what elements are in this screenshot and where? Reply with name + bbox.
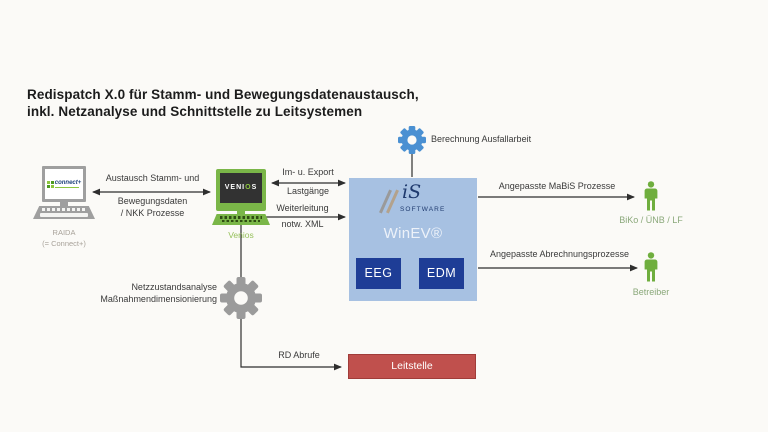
edge-label-austausch: Austausch Stamm- und xyxy=(105,173,200,183)
connect-plus-pinwheel-icon xyxy=(46,180,54,188)
raida-monitor-stand xyxy=(60,202,68,206)
raida-label: RAIDA (= Connect+) xyxy=(33,227,95,249)
slide-title-line-1: Redispatch X.0 für Stamm- und Bewegungsd… xyxy=(27,87,419,102)
person-icon-mabis xyxy=(644,181,658,211)
is-logo-subtext: SOFTWARE xyxy=(400,206,446,213)
edge-label-abrechnungsprozesse: Angepasste Abrechnungsprozesse xyxy=(489,249,630,259)
raida-keyboard-keys xyxy=(42,208,86,211)
slide-title-line-2: inkl. Netzanalyse und Schnittstelle zu L… xyxy=(27,104,363,119)
edge-label-mabis-prozesse: Angepasste MaBiS Prozesse xyxy=(498,181,616,191)
actor-label-betreiber: Betreiber xyxy=(632,287,670,297)
raida-keyboard-spacebar xyxy=(40,212,88,217)
actor-label-mabis: BiKo / ÜNB / LF xyxy=(619,215,683,225)
module-edm: EDM xyxy=(419,258,464,289)
venios-label: Venios xyxy=(228,230,254,240)
edge-label-lastgaenge: Lastgänge xyxy=(286,186,330,196)
winev-product-name: WinEV® xyxy=(383,225,443,242)
venios-monitor: VENIOS xyxy=(216,169,266,211)
connect-plus-logo: connect+ xyxy=(46,180,82,188)
gear-icon-gray xyxy=(220,277,262,319)
annotation-massnahmendimensionierung: Maßnahmendimensionierung xyxy=(100,294,217,304)
venios-screen: VENIOS xyxy=(220,173,262,203)
leitstelle-box: Leitstelle xyxy=(348,354,476,379)
venios-keyboard-keys-row1 xyxy=(220,216,262,219)
raida-label-name: RAIDA xyxy=(52,228,76,237)
raida-computer-icon: connect+ xyxy=(33,166,95,224)
edge-label-im-export: Im- u. Export xyxy=(282,167,334,177)
venios-monitor-stand xyxy=(237,211,245,214)
venios-screen-logo: VENIOS xyxy=(224,184,258,191)
venios-laptop-icon: VENIOS xyxy=(212,169,270,227)
raida-screen: connect+ xyxy=(45,169,83,199)
connect-plus-tagline xyxy=(54,187,79,188)
is-software-logo: iS SOFTWARE xyxy=(373,181,457,220)
edge-label-rd-abrufe: RD Abrufe xyxy=(278,350,320,360)
raida-monitor: connect+ xyxy=(42,166,86,202)
gear-icon-blue xyxy=(398,126,426,154)
venios-keyboard-keys-row2 xyxy=(222,219,260,222)
annotation-berechnung-ausfallarbeit: Berechnung Ausfallarbeit xyxy=(431,134,532,144)
edge-label-notw-xml: notw. XML xyxy=(281,219,324,229)
slide-title: Redispatch X.0 für Stamm- und Bewegungsd… xyxy=(27,86,419,120)
edge-venios-gear-leitstelle xyxy=(240,222,342,371)
module-eeg: EEG xyxy=(356,258,401,289)
connect-plus-brand: connect+ xyxy=(54,180,82,186)
raida-label-sub: (= Connect+) xyxy=(42,239,86,248)
is-logo-name: iS xyxy=(402,181,422,203)
edge-label-nkk: / NKK Prozesse xyxy=(120,208,185,218)
person-icon-betreiber xyxy=(644,252,658,282)
edge-label-bewegungsdaten: Bewegungsdaten xyxy=(117,196,188,206)
annotation-netzzustandsanalyse: Netzzustandsanalyse xyxy=(131,282,217,292)
winev-box: iS SOFTWARE WinEV® EEG EDM xyxy=(349,178,477,301)
edge-label-weiterleitung: Weiterleitung xyxy=(276,203,329,213)
